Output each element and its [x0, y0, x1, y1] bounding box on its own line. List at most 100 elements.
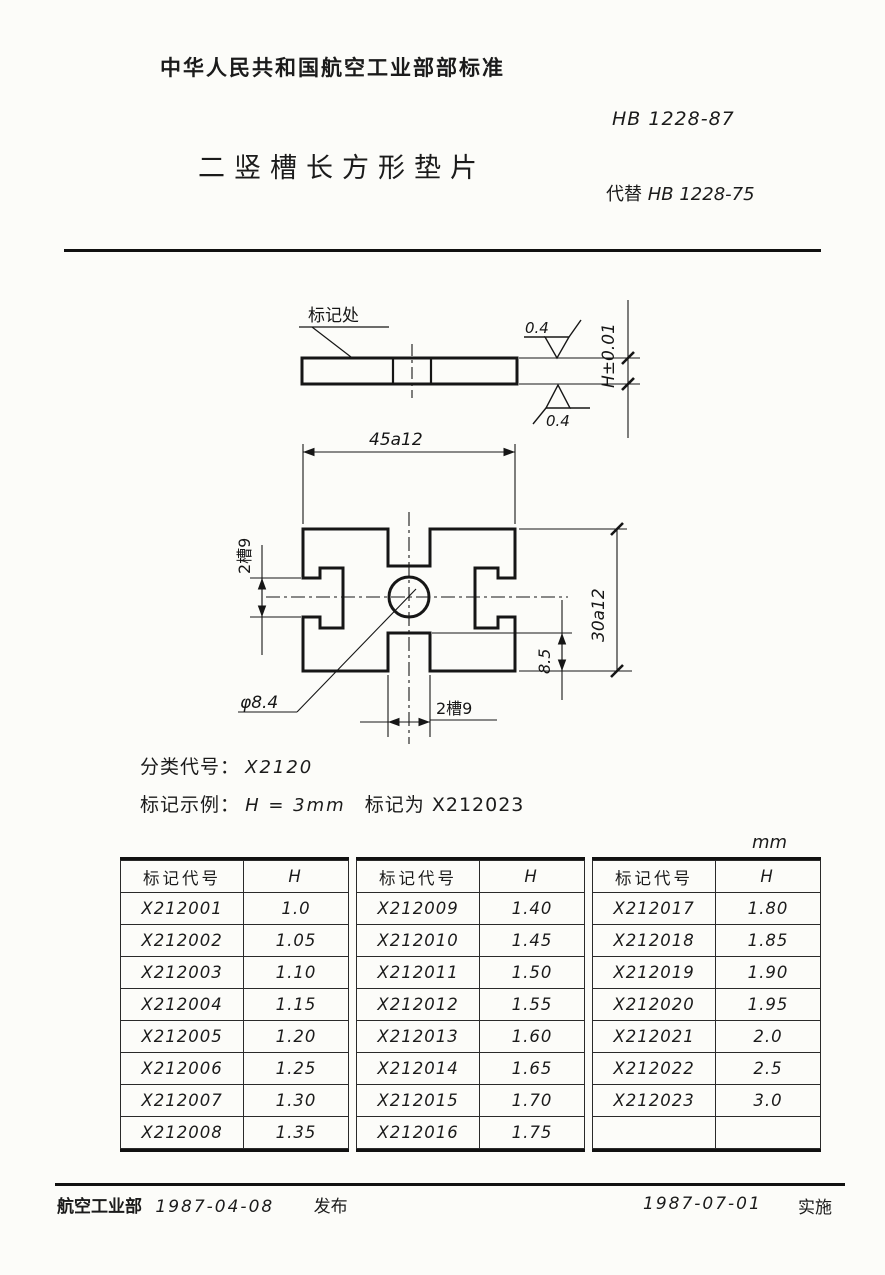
table-unit-label: mm — [752, 832, 788, 853]
mark-location-label: 标记处 — [308, 306, 359, 326]
h-cell: 1.15 — [243, 988, 349, 1021]
roughness-top-value: 0.4 — [525, 319, 549, 337]
column-header-h: H — [479, 860, 585, 893]
roughness-symbol-bottom — [532, 383, 590, 425]
marking-example-text: 标记为 X212023 — [364, 794, 525, 816]
h-cell: 3.0 — [715, 1084, 821, 1117]
classification-line: 分类代号： X2120 — [140, 752, 313, 779]
h-cell: 2.5 — [715, 1052, 821, 1085]
code-cell: X212017 — [591, 892, 717, 925]
h-cell: 1.10 — [243, 956, 349, 989]
bottom-slot-dimension: 2槽9 — [436, 699, 472, 718]
table-row — [591, 1116, 821, 1149]
footer-issuer: 航空工业部 — [57, 1197, 142, 1217]
column-header-h: H — [243, 860, 349, 893]
h-cell: 1.85 — [715, 924, 821, 957]
code-cell — [591, 1116, 717, 1149]
h-cell: 1.30 — [243, 1084, 349, 1117]
mark-leader-line — [311, 326, 352, 358]
code-cell: X212016 — [355, 1116, 481, 1149]
h-cell: 1.75 — [479, 1116, 585, 1149]
depth-dimension: 8.5 — [535, 649, 554, 674]
footer-divider — [55, 1183, 845, 1186]
supersedes-number: HB 1228-75 — [647, 184, 755, 205]
h-cell: 1.0 — [243, 892, 349, 925]
marking-example-line: 标记示例： H = 3mm 标记为 X212023 — [140, 790, 524, 817]
h-cell: 1.90 — [715, 956, 821, 989]
h-cell: 1.20 — [243, 1020, 349, 1053]
h-cell: 2.0 — [715, 1020, 821, 1053]
code-cell: X212019 — [591, 956, 717, 989]
footer-effective-date: 1987-07-01 — [643, 1194, 762, 1214]
code-cell: X212003 — [119, 956, 245, 989]
code-cell: X212001 — [119, 892, 245, 925]
code-cell: X212005 — [119, 1020, 245, 1053]
top-view — [238, 444, 632, 744]
h-cell: 1.35 — [243, 1116, 349, 1149]
code-cell: X212021 — [591, 1020, 717, 1053]
standard-org-line: 中华人民共和国航空工业部部标准 — [160, 56, 505, 80]
code-cell: X212015 — [355, 1084, 481, 1117]
roughness-bottom-value: 0.4 — [546, 412, 570, 430]
h-cell: 1.55 — [479, 988, 585, 1021]
footer-issue-label: 发布 — [313, 1197, 348, 1217]
h-cell: 1.60 — [479, 1020, 585, 1053]
h-cell: 1.70 — [479, 1084, 585, 1117]
standard-title: 二竖槽长方形垫片 — [198, 153, 486, 184]
side-view — [299, 300, 640, 438]
side-view-outline — [300, 356, 519, 386]
code-cell: X212020 — [591, 988, 717, 1021]
standard-number: HB 1228-87 — [612, 108, 735, 130]
h-cell: 1.25 — [243, 1052, 349, 1085]
h-cell: 1.45 — [479, 924, 585, 957]
h-cell — [715, 1116, 821, 1149]
supersedes-label: 代替 — [606, 184, 642, 205]
column-header-code: 标记代号 — [591, 860, 717, 893]
footer-issue: 航空工业部 1987-04-08 发布 — [57, 1192, 348, 1217]
h-cell: 1.80 — [715, 892, 821, 925]
classification-value: X2120 — [245, 757, 314, 778]
thickness-dimension: H±0.01 — [599, 323, 619, 388]
code-cell: X212022 — [591, 1052, 717, 1085]
code-cell: X212008 — [119, 1116, 245, 1149]
code-cell: X212004 — [119, 988, 245, 1021]
classification-label: 分类代号： — [140, 756, 241, 778]
hole-leader-line — [296, 588, 417, 713]
height-dimension: 30a12 — [589, 588, 609, 642]
code-cell: X212009 — [355, 892, 481, 925]
code-cell: X212013 — [355, 1020, 481, 1053]
code-cell: X212014 — [355, 1052, 481, 1085]
code-cell: X212007 — [119, 1084, 245, 1117]
left-slot-dimension: 2槽9 — [235, 538, 254, 574]
code-cell: X212023 — [591, 1084, 717, 1117]
marking-example-label: 标记示例： — [140, 794, 241, 816]
code-cell: X212012 — [355, 988, 481, 1021]
h-cell: 1.05 — [243, 924, 349, 957]
code-cell: X212010 — [355, 924, 481, 957]
marking-example-formula: H = 3mm — [245, 795, 346, 816]
